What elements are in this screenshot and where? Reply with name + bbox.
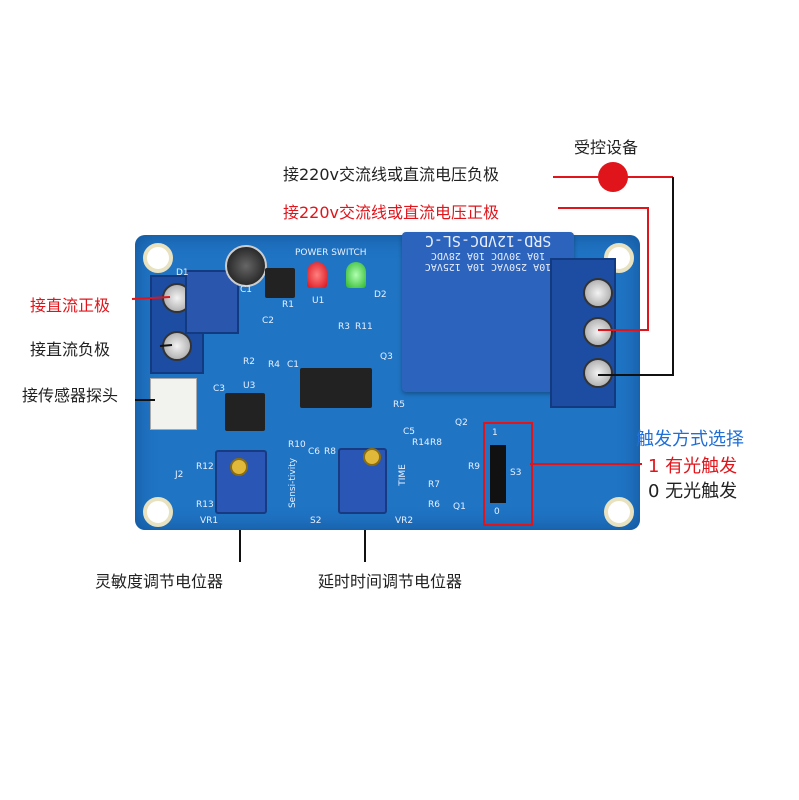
silk-label: U3 xyxy=(243,381,256,391)
silk-label: J2 xyxy=(175,470,184,480)
silk-label: R7 xyxy=(428,480,440,490)
silk-label: R10 xyxy=(288,440,306,450)
trigger-option-0: 0 无光触发 xyxy=(648,481,738,502)
silk-label: R4 xyxy=(268,360,280,370)
relay: 10A 250VAC 10A 125VAC 10A 30VDC 10A 28VD… xyxy=(402,232,574,392)
dc-negative-label: 接直流负极 xyxy=(30,340,111,359)
dc-negative-line xyxy=(159,344,173,347)
silk-label: C2 xyxy=(262,316,275,326)
trigger-mode-title: 触发方式选择 xyxy=(636,429,744,450)
silk-label: C5 xyxy=(403,427,416,437)
silk-label: R8 xyxy=(324,447,336,457)
silk-label: R1 xyxy=(282,300,294,310)
dc-positive-label: 接直流正极 xyxy=(30,296,111,315)
positive-wire xyxy=(558,207,649,331)
sensitivity-pot-label: 灵敏度调节电位器 xyxy=(95,572,224,591)
silk-label: R13 xyxy=(196,500,214,510)
ac-negative-label: 接220v交流线或直流电压负极 xyxy=(283,165,500,184)
capacitor xyxy=(225,245,267,287)
silk-label: S2 xyxy=(310,516,322,526)
silk-label: R8 xyxy=(430,438,442,448)
controlled-device-label: 受控设备 xyxy=(574,138,639,157)
delay-pot-label: 延时时间调节电位器 xyxy=(318,572,463,591)
silk-label: Q1 xyxy=(453,502,466,512)
trigger-option-1: 1 有光触发 xyxy=(648,456,738,477)
screw-no xyxy=(583,278,613,308)
ic-chip xyxy=(300,368,372,408)
device-wire-black xyxy=(598,177,674,376)
silk-label: R9 xyxy=(468,462,480,472)
jumper-1-silk: 1 xyxy=(492,428,498,438)
s3-silk: S3 xyxy=(510,468,522,478)
vr2-silk: VR2 xyxy=(395,516,414,526)
jumper-0-silk: 0 xyxy=(494,507,500,517)
silk-label: R2 xyxy=(243,357,255,367)
mount-hole xyxy=(604,497,634,527)
trigger-jumper-box xyxy=(483,422,533,526)
power-switch-silk: POWER SWITCH xyxy=(295,248,367,258)
switch-led xyxy=(346,262,366,288)
ic-chip xyxy=(225,393,265,431)
dc-positive-line xyxy=(131,296,171,300)
screw-nc xyxy=(583,358,613,388)
ac-positive-label: 接220v交流线或直流电压正极 xyxy=(283,203,500,222)
pot-knob[interactable] xyxy=(363,448,381,466)
silk-label: D2 xyxy=(374,290,387,300)
mount-hole xyxy=(143,497,173,527)
screw-com xyxy=(583,317,613,347)
silk-label: R5 xyxy=(393,400,405,410)
jumper-s3[interactable] xyxy=(490,445,506,503)
silk-label: C1 xyxy=(287,360,300,370)
silk-label: R3 xyxy=(338,322,350,332)
silk-label: C1 xyxy=(240,285,253,295)
silk-label: C3 xyxy=(213,384,226,394)
controlled-device-dot xyxy=(598,162,628,192)
silk-label: C6 xyxy=(308,447,321,457)
pot-knob[interactable] xyxy=(230,458,248,476)
silk-label: D1 xyxy=(176,268,189,278)
sensor-probe-label: 接传感器探头 xyxy=(22,386,119,405)
silk-label: Q2 xyxy=(455,418,468,428)
silk-label: U1 xyxy=(312,296,325,306)
silk-label: R11 xyxy=(355,322,373,332)
silk-label: Q3 xyxy=(380,352,393,362)
silk-label: R14 xyxy=(412,438,430,448)
mount-hole xyxy=(143,243,173,273)
silk-label: R12 xyxy=(196,462,214,472)
power-led xyxy=(307,262,327,288)
transistor xyxy=(265,268,295,298)
vr1-silk: VR1 xyxy=(200,516,219,526)
silk-label: R6 xyxy=(428,500,440,510)
sensor-connector xyxy=(150,378,197,430)
